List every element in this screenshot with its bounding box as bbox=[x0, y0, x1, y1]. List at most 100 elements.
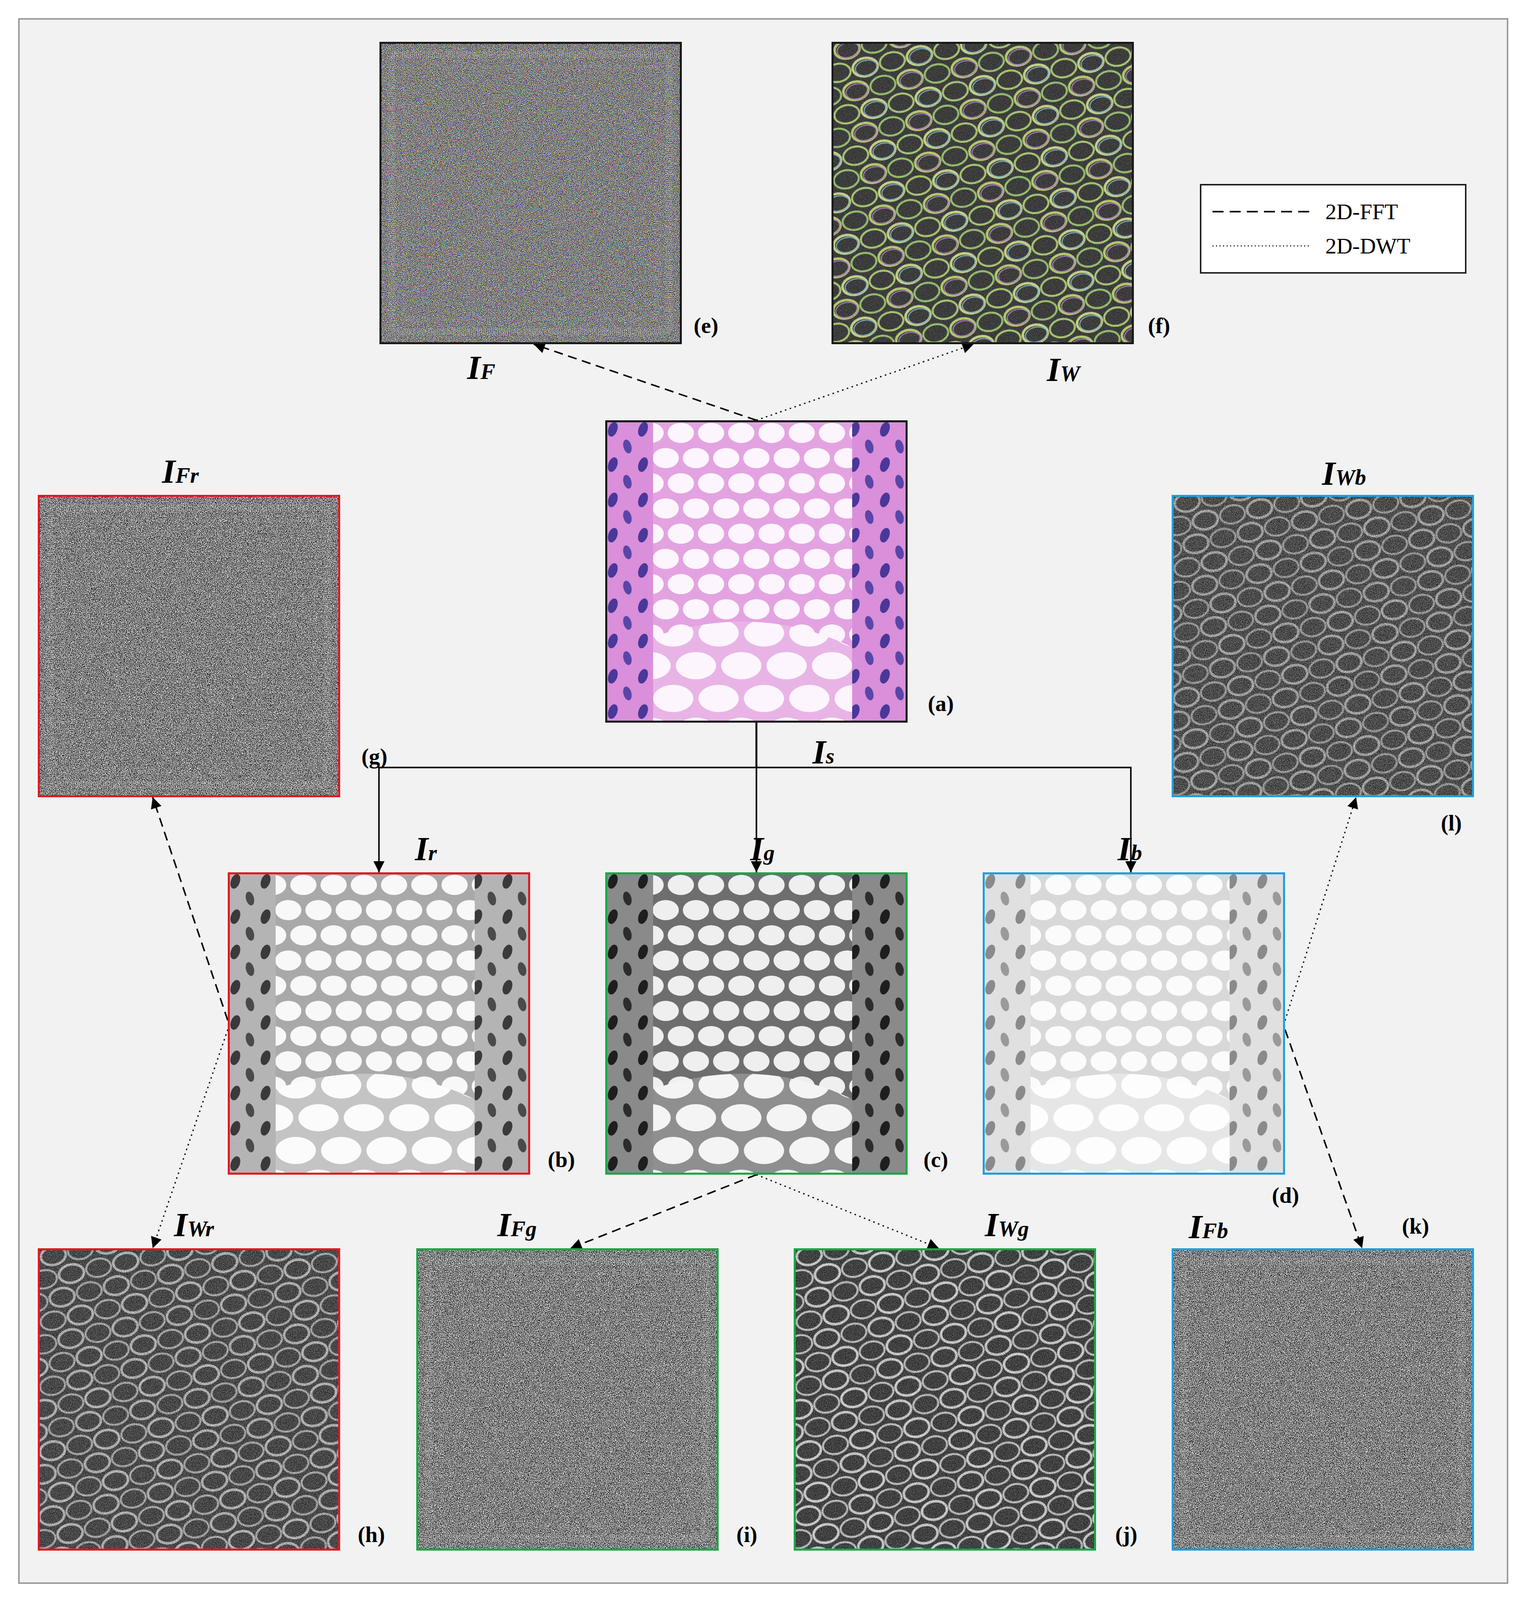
channel-image bbox=[982, 872, 1286, 1175]
legend-box: 2D-FFT 2D-DWT bbox=[1199, 183, 1467, 274]
edge-texture bbox=[1171, 494, 1475, 798]
image-panel: IFg(i) bbox=[416, 1248, 719, 1551]
image-symbol: IWb bbox=[1321, 454, 1367, 493]
nuclei-strip bbox=[1229, 872, 1286, 1175]
legend-row: 2D-DWT bbox=[1211, 233, 1455, 260]
image-symbol: Ib bbox=[1117, 829, 1142, 868]
channel-image bbox=[605, 872, 908, 1175]
image-symbol: Ig bbox=[750, 829, 775, 868]
transform-arrow bbox=[756, 344, 974, 421]
panel-letter: (c) bbox=[923, 1147, 949, 1173]
transform-arrow bbox=[756, 722, 1131, 873]
frame-stripes bbox=[1184, 1260, 1462, 1539]
nuclei-strip bbox=[852, 420, 908, 723]
image-symbol: IFb bbox=[1188, 1207, 1229, 1246]
cell-texture bbox=[275, 1073, 475, 1175]
image-panel: Ig(c) bbox=[605, 872, 908, 1175]
dwt-image bbox=[831, 41, 1134, 345]
cell-texture bbox=[1030, 1073, 1230, 1175]
fft-image bbox=[37, 494, 341, 798]
transform-arrow bbox=[570, 1174, 757, 1249]
dwt-image bbox=[37, 1248, 341, 1551]
nuclei-strip bbox=[982, 872, 1031, 1175]
image-panel: IWb(l) bbox=[1171, 494, 1475, 798]
cell-texture bbox=[653, 1073, 853, 1175]
nuclei-strip bbox=[605, 872, 654, 1175]
dark-ground bbox=[37, 1248, 341, 1551]
noise-texture bbox=[37, 494, 341, 798]
image-symbol: IWr bbox=[173, 1205, 214, 1244]
fft-image bbox=[416, 1248, 719, 1551]
legend-sample bbox=[1211, 206, 1313, 217]
legend-text: 2D-DWT bbox=[1325, 233, 1411, 260]
panel-letter: (e) bbox=[693, 313, 719, 339]
panel-letter: (b) bbox=[547, 1147, 575, 1173]
cell-texture bbox=[982, 872, 1286, 1175]
panel-letter: (g) bbox=[361, 744, 388, 770]
edge-texture bbox=[793, 1248, 1097, 1551]
frame-stripes bbox=[428, 1260, 707, 1539]
image-panel: IWg(j) bbox=[793, 1248, 1097, 1551]
legend-text: 2D-FFT bbox=[1325, 199, 1398, 225]
transform-arrow bbox=[152, 1029, 228, 1249]
noise-texture bbox=[416, 1248, 719, 1551]
nuclei-strip bbox=[474, 872, 531, 1175]
image-symbol: Ir bbox=[414, 829, 437, 868]
noise-texture bbox=[793, 1248, 1097, 1551]
frame-stripes bbox=[441, 1273, 694, 1526]
fft-image bbox=[1171, 1248, 1475, 1551]
image-symbol: Is bbox=[812, 733, 835, 772]
panel-letter: (f) bbox=[1147, 313, 1171, 339]
panel-letter: (k) bbox=[1401, 1214, 1430, 1239]
frame-stripes bbox=[50, 507, 328, 785]
noise-texture bbox=[379, 41, 682, 345]
cell-texture bbox=[227, 872, 531, 1175]
nuclei-strip bbox=[852, 872, 908, 1175]
dwt-image bbox=[1171, 494, 1475, 798]
panel-letter: (i) bbox=[736, 1522, 758, 1548]
fft-image bbox=[379, 41, 682, 345]
image-panel: Is(a) bbox=[605, 420, 908, 723]
panel-letter: (h) bbox=[357, 1522, 386, 1548]
noise-texture bbox=[1171, 494, 1475, 798]
noise-texture bbox=[831, 41, 1134, 345]
cell-texture bbox=[605, 420, 908, 723]
frame-stripes bbox=[404, 67, 657, 319]
panel-letter: (a) bbox=[927, 691, 954, 717]
image-panel: IW(f) bbox=[831, 41, 1134, 345]
nuclei-strip bbox=[227, 872, 276, 1175]
image-panel: IF(e) bbox=[379, 41, 682, 345]
noise-texture bbox=[1171, 1248, 1475, 1551]
cell-texture bbox=[605, 872, 908, 1175]
histology-image bbox=[605, 420, 908, 723]
transform-arrow bbox=[152, 797, 228, 1021]
edge-texture bbox=[37, 1248, 341, 1551]
image-symbol: IW bbox=[1046, 350, 1080, 389]
cell-texture bbox=[653, 621, 853, 723]
transform-arrow bbox=[378, 722, 757, 873]
channel-image bbox=[227, 872, 531, 1175]
image-panel: Ir(b) bbox=[227, 872, 531, 1175]
legend-sample bbox=[1211, 240, 1313, 251]
image-panel: IWr(h) bbox=[37, 1248, 341, 1551]
image-panel: IFr(g) bbox=[37, 494, 341, 798]
panel-letter: (l) bbox=[1440, 811, 1462, 836]
nuclei-strip bbox=[605, 420, 654, 723]
image-symbol: IFr bbox=[162, 452, 200, 491]
legend-row: 2D-FFT bbox=[1211, 199, 1455, 225]
transform-arrow bbox=[1285, 1029, 1363, 1249]
edge-texture bbox=[831, 41, 1134, 345]
transform-arrow bbox=[533, 344, 757, 421]
panel-letter: (d) bbox=[1271, 1183, 1300, 1208]
transform-arrow bbox=[756, 1174, 939, 1249]
image-symbol: IFg bbox=[497, 1205, 537, 1244]
image-symbol: IWg bbox=[984, 1205, 1030, 1244]
image-panel: IFb(k) bbox=[1171, 1248, 1475, 1551]
frame-stripes bbox=[62, 520, 315, 773]
panel-letter: (j) bbox=[1115, 1522, 1138, 1548]
dwt-image bbox=[793, 1248, 1097, 1551]
noise-texture bbox=[37, 1248, 341, 1551]
dark-ground bbox=[793, 1248, 1097, 1551]
image-panel: Ib(d) bbox=[982, 872, 1286, 1175]
